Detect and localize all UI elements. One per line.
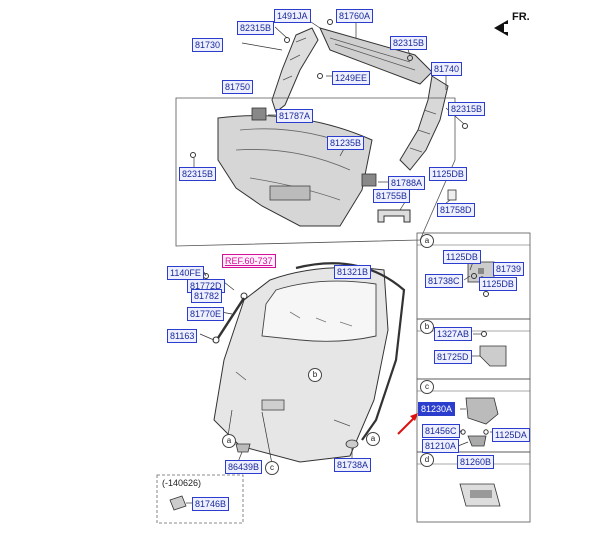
part-label-81210A[interactable]: 81210A [422,439,460,453]
detail-box-d [416,451,531,523]
pillar-trim-81730-icon [271,27,319,113]
callout-a[interactable]: a [222,434,236,448]
part-label-81770E[interactable]: 81770E [187,307,225,321]
part-label-1125DB[interactable]: 1125DB [443,250,481,264]
part-label-82315B[interactable]: 82315B [448,102,486,116]
gas-lift-strut-icon [216,297,246,339]
variant-inset-box [156,474,244,524]
part-label-81755B[interactable]: 81755B [373,189,411,203]
part-label-81739[interactable]: 81739 [493,262,525,276]
box-c-marker: c [420,380,434,394]
cover-81746B-icon [169,495,187,511]
pillar-trim-81740-icon [399,75,449,171]
part-label-82315B[interactable]: 82315B [237,21,275,35]
part-label-81321B[interactable]: 81321B [334,265,372,279]
part-label-81738C[interactable]: 81738C [425,274,463,288]
striker-81210A-icon [467,435,487,447]
reference-link[interactable]: REF.60-737 [222,254,276,268]
part-label-81730[interactable]: 81730 [192,38,224,52]
part-label-81235B[interactable]: 81235B [327,136,365,150]
callout-a[interactable]: a [366,432,380,446]
callout-c[interactable]: c [265,461,279,475]
part-label-1140FE[interactable]: 1140FE [167,266,204,280]
part-label-81456C[interactable]: 81456C [422,424,460,438]
latch-81230A-icon [465,397,499,425]
part-label-81788A[interactable]: 81788A [388,176,426,190]
front-direction-label: FR. [512,11,530,23]
box-a-marker: a [420,234,434,248]
part-label-1327AB[interactable]: 1327AB [434,327,473,341]
cover-81787A-icon [251,107,267,121]
emblem-86439B-icon [235,443,251,453]
spoiler-81760A-icon [319,27,433,85]
part-label-1125DB[interactable]: 1125DB [429,167,467,181]
part-label-1125DB[interactable]: 1125DB [479,277,517,291]
tailgate-glass-icon [261,280,377,342]
trim-panel-frame [175,97,456,247]
part-label-81725D[interactable]: 81725D [434,350,472,364]
part-label-81782[interactable]: 81782 [191,289,223,303]
pointer-arrow-icon [397,417,415,435]
part-label-82315B[interactable]: 82315B [179,167,217,181]
clip-81758D-icon [447,189,457,201]
part-label-81230A[interactable]: 81230A [418,402,456,416]
bracket-81725D-icon [479,345,507,367]
part-label-1125DA[interactable]: 1125DA [492,428,530,442]
grip-handle-81755B-icon [377,209,411,223]
serial-range-note: (-140626) [162,478,202,488]
part-label-86439B[interactable]: 86439B [225,460,263,474]
part-label-82315B[interactable]: 82315B [390,36,428,50]
part-label-81787A[interactable]: 81787A [276,109,314,123]
callout-b[interactable]: b [308,368,322,382]
part-label-81260B[interactable]: 81260B [457,455,495,469]
part-label-81738A[interactable]: 81738A [334,458,372,472]
box-b-marker: b [420,320,434,334]
part-label-81760A[interactable]: 81760A [336,9,374,23]
part-label-81758D[interactable]: 81758D [437,203,475,217]
front-direction-arrow-icon [494,20,508,36]
part-label-81746B[interactable]: 81746B [192,497,230,511]
part-label-1249EE[interactable]: 1249EE [332,71,371,85]
part-label-81750[interactable]: 81750 [222,80,254,94]
part-label-81163[interactable]: 81163 [167,329,198,343]
inner-trim-panel-81750-icon [217,115,373,227]
part-label-1491JA[interactable]: 1491JA [274,9,311,23]
part-label-81740[interactable]: 81740 [431,62,463,76]
cover-81788A-icon [361,173,377,187]
box-d-marker: d [420,453,434,467]
